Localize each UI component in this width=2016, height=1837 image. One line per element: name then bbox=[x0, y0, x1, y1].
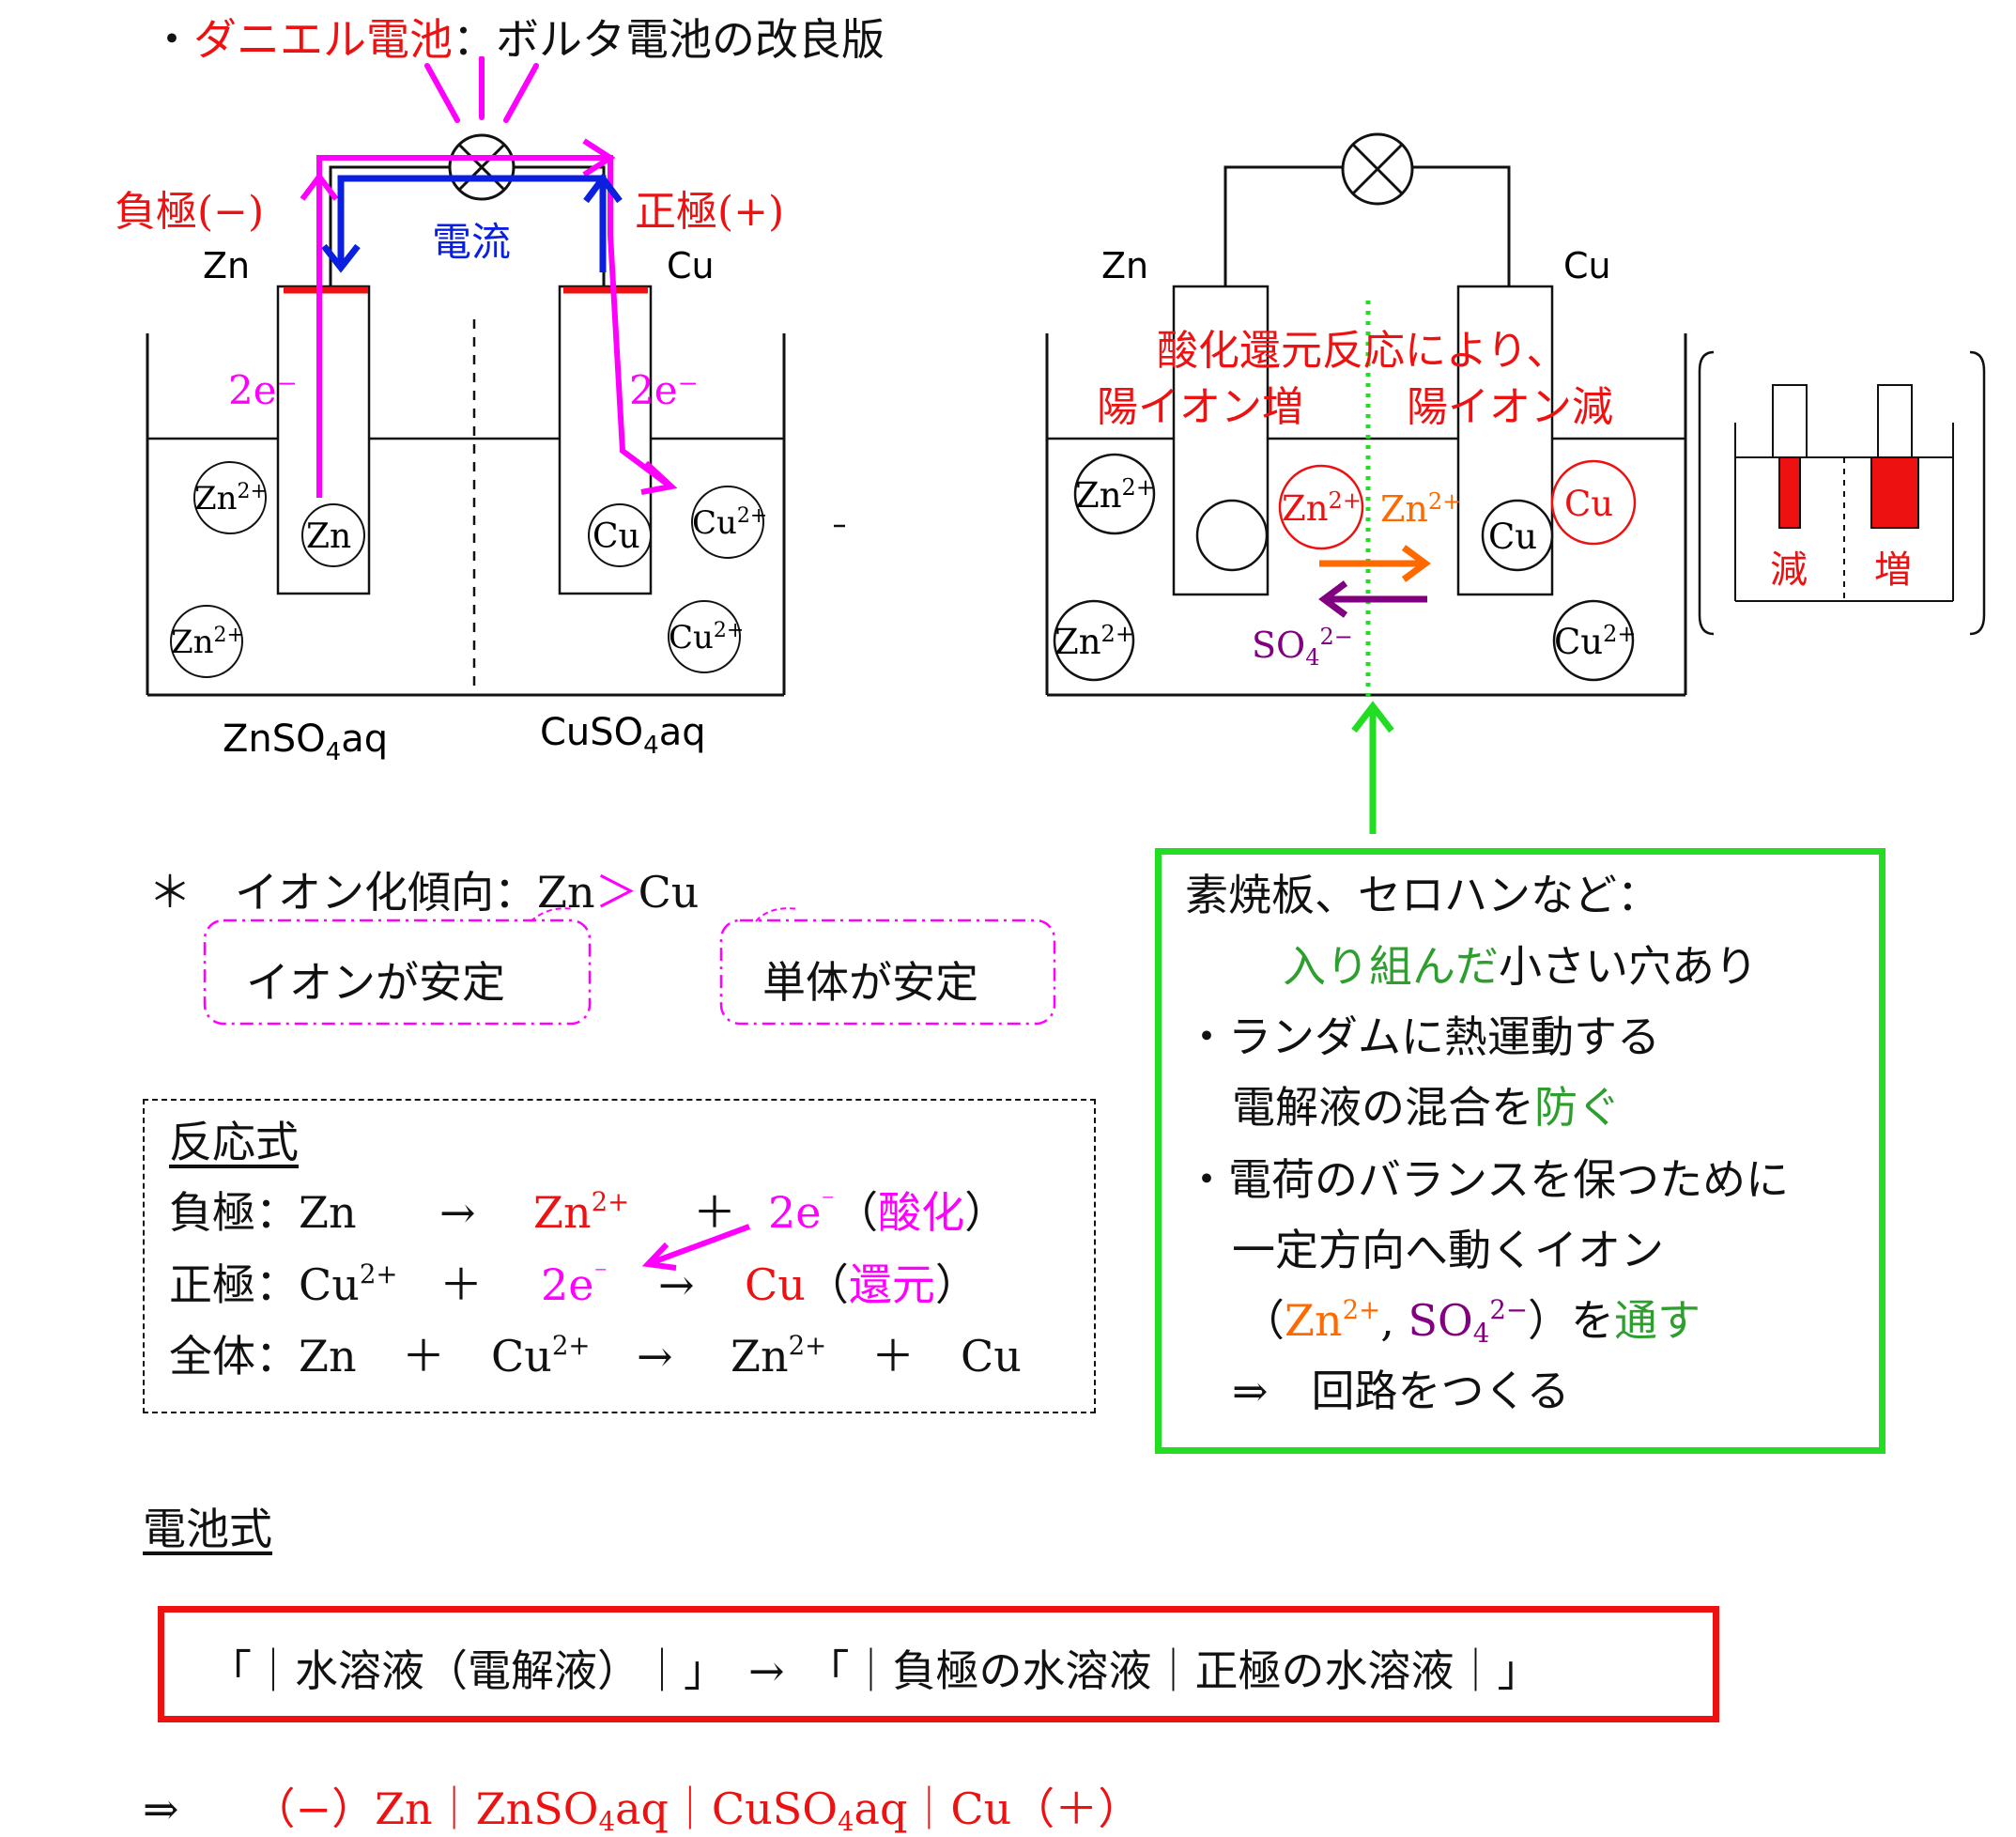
svg-text:Zn2+: Zn2+ bbox=[1054, 621, 1134, 662]
cu-increased-electrode bbox=[1870, 456, 1919, 529]
redox-note-decrease: 陽イオン減 bbox=[1407, 383, 1613, 431]
separator-line-1: 素焼板、セロハンなど： bbox=[1185, 870, 1660, 920]
so4-ion-arrow bbox=[1318, 580, 1427, 618]
svg-text:Zn2+: Zn2+ bbox=[1075, 474, 1155, 516]
electron-transfer-arrow bbox=[641, 1224, 751, 1271]
electrode-change-inset: 減 増 bbox=[1698, 350, 1986, 636]
electron-label-right: 2e⁻ bbox=[629, 367, 699, 413]
moving-zn-label: Zn2+ bbox=[1380, 488, 1461, 530]
bubble-element-stable: 単体が安定 bbox=[762, 957, 978, 1008]
cu-electrode-label: Cu bbox=[667, 245, 715, 286]
reactions-heading: 反応式 bbox=[169, 1117, 299, 1167]
bulb-icon bbox=[448, 133, 516, 201]
separator-pointer-arrow bbox=[1351, 701, 1394, 834]
svg-text:Cu2+: Cu2+ bbox=[669, 619, 744, 656]
new-zn-ion: Zn2+ bbox=[1278, 464, 1364, 550]
zn-ion-r2: Zn2+ bbox=[1053, 599, 1135, 682]
decrease-label: 減 bbox=[1770, 548, 1808, 592]
zn-atom: Zn bbox=[301, 503, 365, 567]
bubble-ion-stable: イオンが安定 bbox=[246, 957, 505, 1008]
transition-arrow bbox=[834, 524, 845, 528]
separator-explanation-box bbox=[1155, 848, 1885, 1454]
cell-notation-rule-box bbox=[158, 1606, 1719, 1722]
current-flow-arrow bbox=[321, 173, 623, 273]
separator-line-8: ⇒ 回路をつくる bbox=[1232, 1366, 1570, 1416]
svg-text:Cu2+: Cu2+ bbox=[692, 504, 767, 542]
svg-text:Zn2+: Zn2+ bbox=[194, 480, 268, 517]
positive-electrode-label: 正極(+) bbox=[635, 188, 784, 236]
electron-flow-arrow bbox=[300, 138, 678, 498]
svg-text:Cu: Cu bbox=[592, 517, 640, 556]
cell-notation-result: ⇒（−）Zn｜ZnSO4aq｜CuSO4aq｜Cu（＋） bbox=[143, 1783, 1142, 1837]
cu-ion-right: Cu2+ bbox=[1552, 599, 1637, 682]
cu-atom-right: Cu bbox=[1481, 499, 1554, 572]
svg-text:Zn2+: Zn2+ bbox=[171, 624, 244, 661]
svg-text:Cu: Cu bbox=[1488, 517, 1537, 557]
deposited-cu: Cu bbox=[1550, 459, 1637, 546]
separator-line-5: ・電荷のバランスを保つために bbox=[1185, 1154, 1790, 1205]
title-description: ボルタ電池の改良版 bbox=[496, 14, 885, 65]
svg-text:Cu2+: Cu2+ bbox=[1554, 621, 1637, 662]
negative-reaction: 負極：Zn→Zn2+＋2e⁻（酸化） bbox=[169, 1186, 1008, 1238]
positive-reaction: 正極：Cu2+＋2e⁻→Cu（還元） bbox=[169, 1258, 978, 1310]
zn-electrode-label: Zn bbox=[203, 245, 250, 286]
zn-ion-1: Zn2+ bbox=[193, 461, 268, 534]
cu-ion-2: Cu2+ bbox=[668, 600, 744, 673]
svg-text:Cu: Cu bbox=[1564, 484, 1613, 524]
redox-note-line1: 酸化還元反応により、 bbox=[1157, 327, 1567, 375]
page-title: ・ダニエル電池：ボルタ電池の改良版 bbox=[150, 14, 885, 65]
cu-electrode-label-right: Cu bbox=[1563, 245, 1611, 286]
separator-line-2: 入り組んだ小さい穴あり bbox=[1283, 941, 1758, 992]
separator-line-3: ・ランダムに熱運動する bbox=[1185, 1011, 1660, 1062]
current-label: 電流 bbox=[432, 219, 511, 265]
zn-ion-r1: Zn2+ bbox=[1073, 453, 1156, 535]
reaction-equations-box bbox=[143, 1099, 1096, 1413]
cell-notation-heading: 電池式 bbox=[143, 1504, 272, 1554]
title-daniell-cell: ダニエル電池 bbox=[193, 14, 453, 65]
bulb-light-rays bbox=[424, 56, 539, 123]
separator-line-6: 一定方向へ動くイオン bbox=[1232, 1225, 1664, 1275]
zn-ion-arrow bbox=[1319, 545, 1431, 582]
electron-label-left: 2e⁻ bbox=[228, 367, 298, 413]
bulb-icon-right bbox=[1341, 132, 1414, 206]
moving-so4-label: SO42− bbox=[1252, 624, 1353, 671]
svg-text:Zn2+: Zn2+ bbox=[1282, 487, 1362, 529]
overall-reaction: 全体：Zn＋Cu2+→Zn2+＋Cu bbox=[169, 1330, 1022, 1382]
daniell-cell-diagram: 負極(−) 正極(+) 電流 Zn Cu 2e⁻ 2e⁻ Zn2+ Zn2+ Z… bbox=[115, 56, 845, 766]
cu-ion-1: Cu2+ bbox=[691, 486, 767, 559]
cell-notation-rule: 「｜水溶液（電解液）｜」 → 「｜負極の水溶液｜正極の水溶液｜」 bbox=[208, 1645, 1541, 1696]
negative-electrode-label: 負極(−) bbox=[115, 188, 264, 236]
beaker-left bbox=[146, 333, 786, 697]
cu-atom: Cu bbox=[588, 503, 652, 567]
ionization-tendency: ＊イオン化傾向：Zn＞Cu bbox=[148, 867, 700, 918]
tendency-bubbles bbox=[203, 907, 1056, 1026]
dissolved-zn-atom bbox=[1195, 499, 1269, 572]
redox-note-increase: 陽イオン増 bbox=[1097, 383, 1303, 431]
zn-ion-2: Zn2+ bbox=[170, 605, 244, 678]
znso4-solution-label: ZnSO4aq bbox=[223, 718, 388, 766]
zn-decreased-electrode bbox=[1778, 456, 1801, 529]
zn-electrode-label-right: Zn bbox=[1101, 245, 1148, 286]
increase-label: 増 bbox=[1874, 548, 1912, 592]
svg-text:Zn: Zn bbox=[306, 517, 351, 556]
separator-line-4: 電解液の混合を防ぐ bbox=[1232, 1082, 1621, 1133]
daniell-cell-after-diagram: Zn Cu 酸化還元反応により、 陽イオン増 陽イオン減 Zn2+ Zn2+ Z… bbox=[1045, 132, 1986, 834]
separator-line-7: （Zn2+, SO42−）を通す bbox=[1241, 1294, 1701, 1349]
cuso4-solution-label: CuSO4aq bbox=[540, 711, 706, 760]
